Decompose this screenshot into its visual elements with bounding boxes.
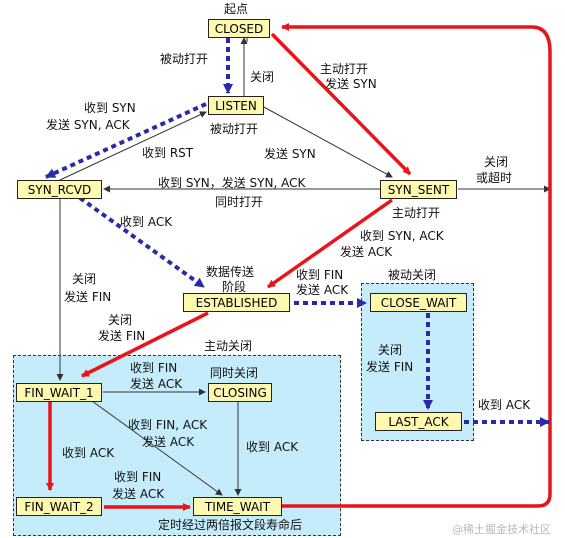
label-send-syn-ack-1: 发送 SYN, ACK <box>46 118 130 132</box>
state-established: ESTABLISHED <box>183 293 290 312</box>
arrow-closed-to-syn-sent <box>270 32 412 176</box>
watermark: @稀土掘金技术社区 <box>452 523 551 536</box>
state-syn-rcvd: SYN_RCVD <box>17 180 102 199</box>
state-closed: CLOSED <box>208 19 270 38</box>
state-time-wait: TIME_WAIT <box>193 497 282 516</box>
arrow-syn-rcvd-to-established <box>78 196 206 289</box>
label-simul-recv-syn: 收到 SYN，发送 SYN, ACK <box>158 176 306 190</box>
label-data-transfer-2: 阶段 <box>222 280 247 294</box>
arrow-listen-to-syn-sent <box>261 105 393 178</box>
state-listen: LISTEN <box>208 96 264 115</box>
state-closing: CLOSING <box>208 383 272 402</box>
label-close-1: 关闭 <box>250 70 275 84</box>
label-recv-ack-3: 收到 ACK <box>62 446 115 460</box>
state-fin-wait-1: FIN_WAIT_1 <box>16 383 102 402</box>
label-active-open-3: 主动打开 <box>392 206 441 220</box>
arrow-syn-rcvd-to-listen <box>59 111 207 181</box>
state-close-wait: CLOSE_WAIT <box>370 293 467 312</box>
label-recv-ack-2: 收到 ACK <box>478 398 531 412</box>
label-send-fin-c2: 发送 FIN <box>366 360 414 374</box>
label-simul-close: 同时关闭 <box>210 366 259 380</box>
label-active-close: 主动关闭 <box>204 339 253 353</box>
label-close-c1: 关闭 <box>378 343 403 357</box>
label-simul-open: 同时打开 <box>215 195 264 209</box>
label-timeout-2msl: 定时经过两倍报文段寿命后 <box>158 518 303 532</box>
label-active-open-1: 主动打开 <box>320 62 369 76</box>
arrow-established-to-fin-wait-1 <box>81 311 209 378</box>
label-passive-open-1: 被动打开 <box>160 52 209 66</box>
label-recv-ack-1: 收到 ACK <box>120 215 173 229</box>
state-last-ack: LAST_ACK <box>375 412 462 431</box>
label-passive-open-2: 被动打开 <box>210 122 259 136</box>
label-recv-ack-4: 收到 ACK <box>246 440 299 454</box>
label-send-fin-a2: 发送 FIN <box>64 290 112 304</box>
arrow-syn-sent-to-established <box>266 198 394 289</box>
state-fin-wait-2: FIN_WAIT_2 <box>16 497 102 516</box>
label-passive-close: 被动关闭 <box>388 268 437 282</box>
arrow-fin-wait-1-to-time-wait <box>91 400 223 496</box>
label-send-syn-2: 发送 SYN <box>264 147 316 161</box>
label-send-ack-2: 发送 ACK <box>296 283 349 297</box>
label-recv-fin-1: 收到 FIN <box>296 268 344 282</box>
label-recv-fin-3: 收到 FIN <box>130 361 178 375</box>
label-send-ack-1: 发送 ACK <box>340 245 393 259</box>
label-send-ack-5: 发送 ACK <box>112 487 165 501</box>
label-close-timeout-2: 或超时 <box>476 171 513 185</box>
label-start: 起点 <box>224 2 249 16</box>
arrow-listen-to-syn-rcvd <box>45 102 207 179</box>
label-recv-syn-1: 收到 SYN <box>84 101 136 115</box>
label-send-ack-3: 发送 ACK <box>130 377 183 391</box>
label-send-syn-1: 发送 SYN <box>325 77 377 91</box>
label-data-transfer-1: 数据传送 <box>206 265 255 279</box>
label-close-a1: 关闭 <box>72 272 97 286</box>
label-send-fin-b2: 发送 FIN <box>98 329 146 343</box>
state-syn-sent: SYN_SENT <box>380 180 457 199</box>
label-close-b1: 关闭 <box>108 313 133 327</box>
label-send-ack-4: 发送 ACK <box>142 435 195 449</box>
label-recv-fin-5: 收到 FIN <box>114 470 162 484</box>
label-recv-fin-ack: 收到 FIN, ACK <box>128 418 208 432</box>
arrow-time-wait-to-closed <box>281 23 552 508</box>
label-recv-rst: 收到 RST <box>142 146 194 160</box>
label-close-timeout-1: 关闭 <box>484 155 509 169</box>
label-recv-syn-ack-2: 收到 SYN, ACK <box>360 229 444 243</box>
